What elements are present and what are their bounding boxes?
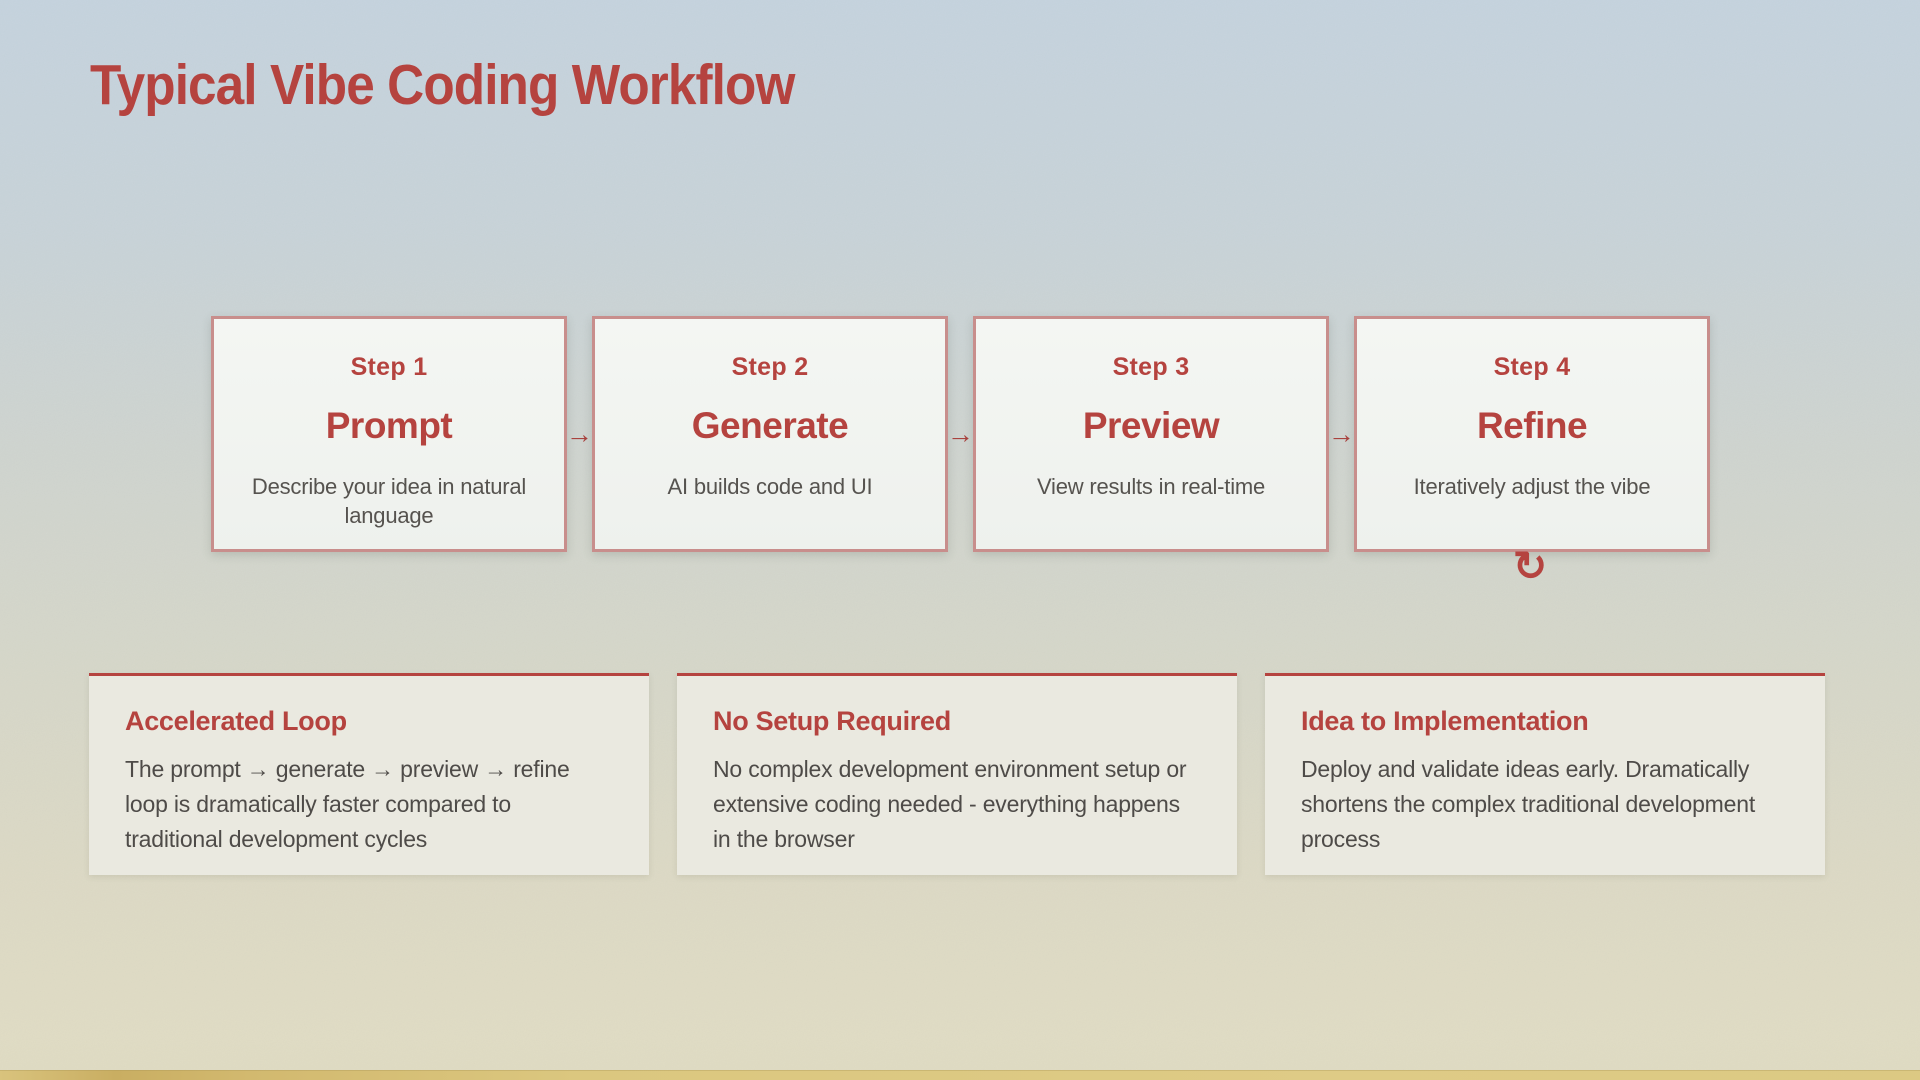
step-box-preview: Step 3 Preview View results in real-time (973, 316, 1329, 552)
step-description: View results in real-time (1036, 474, 1266, 499)
step-description: AI builds code and UI (667, 474, 873, 499)
step-description: Iteratively adjust the vibe (1413, 474, 1651, 499)
step-label: Step 4 (1493, 353, 1571, 381)
card-title: No Setup Required (713, 706, 951, 736)
step-description: Describe your idea in natural language (251, 474, 527, 529)
page-title: Typical Vibe Coding Workflow (90, 53, 795, 117)
benefit-card-no-setup-required: No Setup Required No complex development… (677, 673, 1237, 875)
benefit-card-idea-to-implementation: Idea to Implementation Deploy and valida… (1265, 673, 1825, 875)
step-title: Refine (1476, 405, 1588, 446)
step-label: Step 1 (350, 353, 428, 381)
step-label: Step 2 (731, 353, 809, 381)
arrow-right-icon: → (947, 418, 974, 449)
step-title: Generate (691, 405, 849, 446)
step-box-refine: Step 4 Refine Iteratively adjust the vib… (1354, 316, 1710, 552)
card-title: Idea to Implementation (1301, 706, 1589, 736)
step-title: Preview (1082, 405, 1220, 446)
card-description: Deploy and validate ideas early. Dramati… (1301, 756, 1756, 852)
card-description: No complex development environment setup… (713, 756, 1187, 852)
arrow-right-icon: → (1328, 418, 1355, 449)
loop-refresh-icon: ↻ (1512, 543, 1548, 589)
step-label: Step 3 (1112, 353, 1190, 381)
benefit-cards-row: Accelerated Loop The prompt → generate →… (89, 673, 1825, 875)
step-box-generate: Step 2 Generate AI builds code and UI (592, 316, 948, 552)
benefit-card-accelerated-loop: Accelerated Loop The prompt → generate →… (89, 673, 649, 875)
card-title: Accelerated Loop (125, 706, 347, 736)
workflow-steps-row: Step 1 Prompt Describe your idea in natu… (211, 316, 1710, 552)
step-box-prompt: Step 1 Prompt Describe your idea in natu… (211, 316, 567, 552)
step-title: Prompt (325, 405, 453, 446)
arrow-right-icon: → (566, 418, 593, 449)
bottom-edge-strip (0, 1070, 1920, 1080)
card-description: The prompt → generate → preview → refine… (125, 756, 570, 852)
